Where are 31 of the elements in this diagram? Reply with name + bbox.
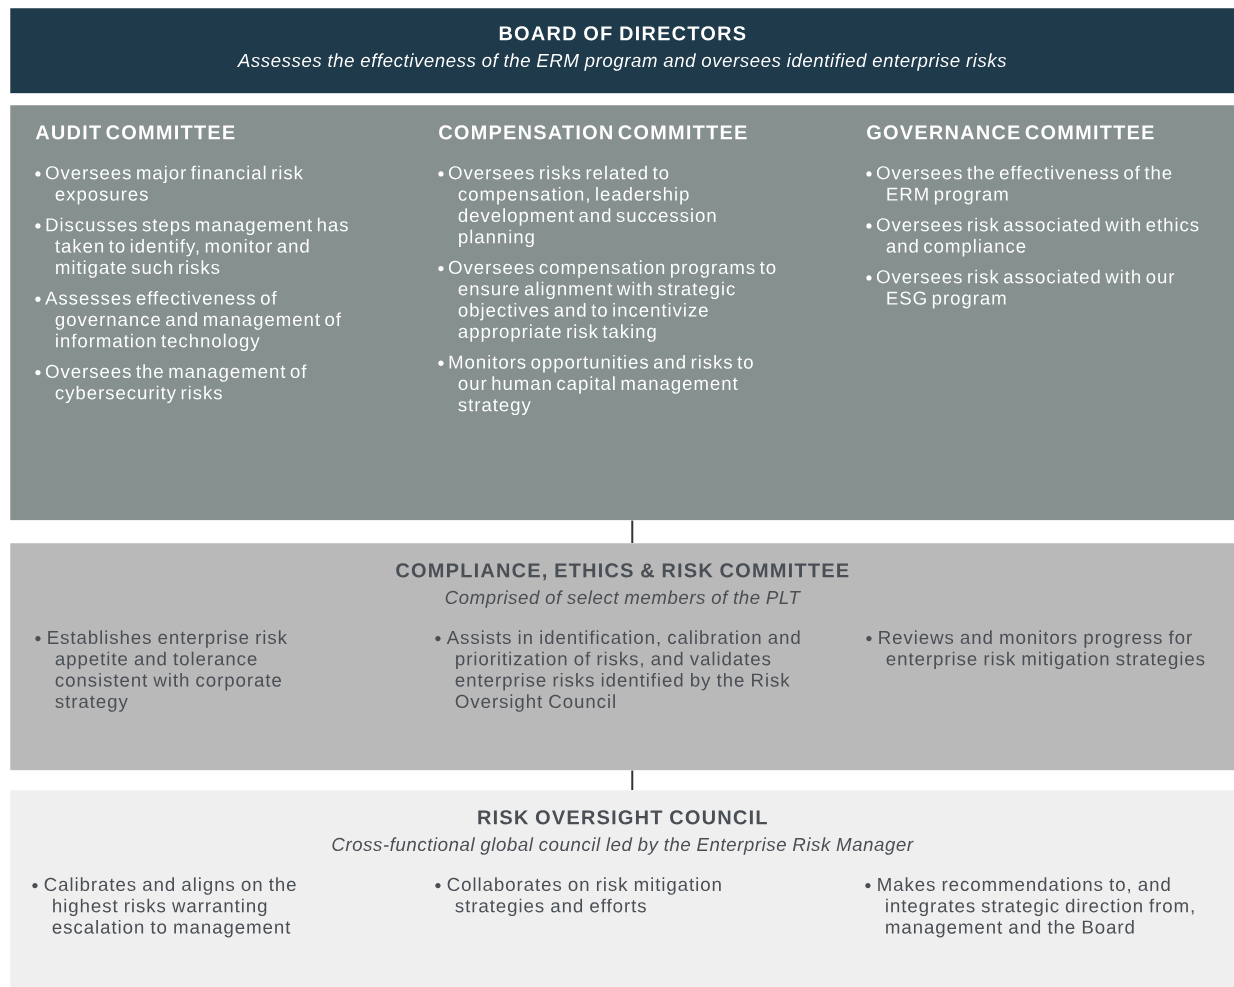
subtitle: Comprised of select members of the PLT [445, 590, 801, 608]
connector-line [631, 769, 634, 791]
bullet-item: Oversees the effectiveness of the ERM program [866, 165, 1172, 205]
bullet-item: Assists in identification, calibration and prioritization of risks, and validates enterprise risks identified by the Risk Oversight Council [435, 630, 800, 712]
subtitle: Cross-functional global council led by the Enterprise Risk Manager [332, 837, 914, 855]
bullet-item: Calibrates and aligns on the highest risks warranting escalation to management [32, 877, 296, 938]
heading: BOARD OF DIRECTORS [499, 26, 746, 41]
bullet-item: Assesses effectiveness of governance and management of information technology [35, 291, 341, 352]
bullet-item: Oversees risk associated with ethics and compliance [866, 217, 1199, 257]
panel-background [10, 105, 1234, 521]
heading: COMPLIANCE, ETHICS & RISK COMMITTEE [396, 563, 849, 581]
panel [10, 543, 1234, 771]
heading: AUDIT COMMITTEE [35, 125, 235, 140]
bullet-item: Reviews and monitors progress for enterprise risk mitigation strategies [866, 630, 1205, 670]
heading: RISK OVERSIGHT COUNCIL [478, 810, 767, 825]
bullet-item: Oversees risk associated with our ESG program [866, 269, 1175, 309]
subtitle: Assesses the effectiveness of the ERM program and oversees identified enterprise risks [237, 53, 1007, 71]
bullet-item: Establishes enterprise risk appetite and tolerance consistent with corporate strategy [35, 630, 287, 712]
heading: GOVERNANCE COMMITTEE [867, 125, 1154, 140]
bullet-item: Oversees risks related to compensation, leadership development and succession planning [438, 165, 716, 248]
bullet-item: Makes recommendations to, and integrates strategic direction from, management and the Board [865, 877, 1194, 938]
bullet-item: Monitors opportunities and risks to our human capital management strategy [438, 355, 753, 416]
heading: COMPENSATION COMMITTEE [439, 125, 747, 140]
bullet-item: Oversees major financial risk exposures [35, 165, 303, 205]
connector-line [631, 519, 634, 544]
panel [10, 790, 1234, 987]
bullet-item: Oversees compensation programs to ensure alignment with strategic objectives and to incentivize appropriate risk taking [438, 260, 776, 342]
bullet-item: Discusses steps management has taken to identify, monitor and mitigate such risks [35, 217, 348, 278]
panel [10, 8, 1234, 94]
bullet-item: Collaborates on risk mitigation strategies and efforts [435, 877, 721, 917]
bullet-item: Oversees the management of cybersecurity risks [35, 364, 307, 404]
